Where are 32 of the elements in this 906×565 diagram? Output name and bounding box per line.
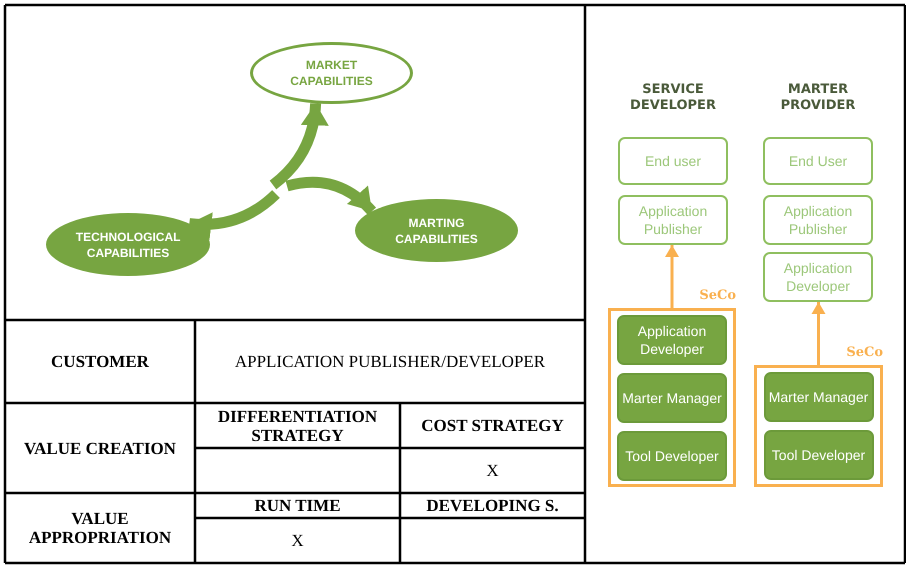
row-header: VALUE APPROPRIATION [28,509,172,547]
role-box: Application Developer [617,315,727,365]
role-box: Application Developer [763,252,873,302]
column-header: DIFFERENTIATION STRATEGY [216,406,378,444]
role-box: Application Publisher [618,195,728,245]
role-box: End user [618,137,728,185]
cell-value: APPLICATION PUBLISHER/DEVELOPER [234,352,546,371]
column-header: COST STRATEGY [421,416,564,435]
role-box: Application Publisher [763,195,873,245]
row-header: VALUE CREATION [24,438,176,458]
column-heading: SERVICE DEVELOPER [629,82,717,114]
check-mark: X [486,461,499,480]
arrow [270,103,328,190]
group-label: SeCo [846,344,883,362]
role-box: End User [763,137,873,185]
capability-ellipse: MARTING CAPABILITIES [355,199,518,262]
column-header: DEVELOPING S. [426,496,559,515]
group-label: SeCo [699,287,736,305]
column-heading: MARTER PROVIDER [780,82,856,114]
role-box: Tool Developer [764,430,874,480]
arrow [286,176,376,216]
column-header: RUN TIME [254,496,341,515]
row-header: CUSTOMER [51,352,149,371]
arrow [188,190,280,240]
arrow [812,302,826,365]
arrow [665,245,679,308]
check-mark: X [291,531,304,550]
role-box: Marter Manager [617,373,727,423]
capability-ellipse: MARKET CAPABILITIES [250,42,413,104]
capability-ellipse: TECHNOLOGICAL CAPABILITIES [46,213,210,276]
role-box: Tool Developer [617,431,727,481]
role-box: Marter Manager [764,372,874,422]
